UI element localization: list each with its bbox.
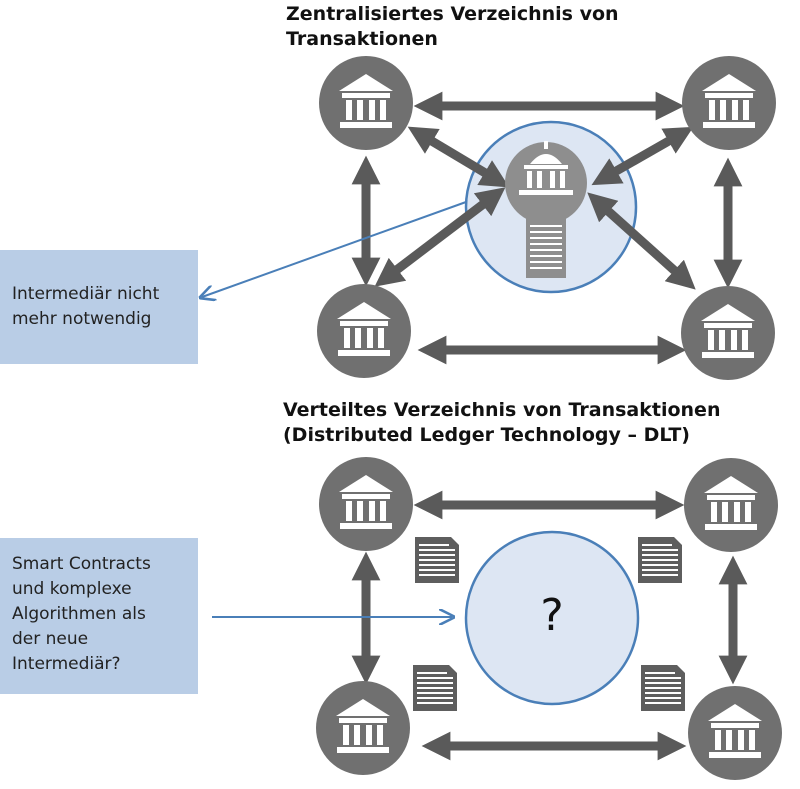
bank-node-mid-right	[681, 286, 775, 380]
bank-node-top-right	[682, 56, 776, 150]
callout-bottom-line2: und komplexe	[12, 579, 132, 599]
bottom-diagram-title: Verteiltes Verzeichnis von Transaktionen…	[283, 398, 720, 448]
arrow-diag-bl	[374, 187, 506, 287]
top-title-line1: Zentralisiertes Verzeichnis von	[286, 3, 619, 25]
bank-node-top-left	[319, 56, 413, 150]
callout-smart-contracts: Smart Contracts und komplexe Algorithmen…	[0, 538, 198, 694]
unknown-intermediary-label: ?	[540, 590, 564, 641]
callout-bottom-line3: Algorithmen als	[12, 604, 146, 624]
top-diagram-title: Zentralisiertes Verzeichnis von Transakt…	[286, 2, 619, 52]
document-icon	[637, 536, 683, 584]
bottom-arrows	[351, 490, 748, 761]
callout-top-line2: mehr notwendig	[12, 309, 152, 329]
unknown-intermediary-circle	[464, 530, 640, 706]
bank-node-bottom-right	[688, 686, 782, 780]
bank-node-bottom-top-left	[319, 457, 413, 551]
connector-line-top	[202, 201, 467, 297]
bottom-title-line1: Verteiltes Verzeichnis von Transaktionen	[283, 399, 721, 421]
callout-top-line1: Intermediär nicht	[12, 284, 160, 304]
arrow-diag-tl	[407, 126, 510, 188]
arrow-diag-tr	[591, 126, 694, 186]
bank-node-mid-left	[317, 284, 411, 378]
callout-bottom-line4: der neue	[12, 629, 89, 649]
callout-bottom-line5: Intermediär?	[12, 654, 121, 674]
bank-node-bottom-top-right	[684, 458, 778, 552]
central-bank-icon	[505, 141, 587, 278]
arrow-diag-br	[587, 192, 696, 290]
callout-intermediary-not-needed: Intermediär nicht mehr notwendig	[0, 250, 198, 364]
top-title-line2: Transaktionen	[286, 28, 438, 50]
top-arrows	[351, 91, 743, 365]
callout-bottom-line1: Smart Contracts	[12, 554, 151, 574]
bottom-title-line2: (Distributed Ledger Technology – DLT)	[283, 424, 690, 446]
bank-node-bottom-left	[316, 681, 410, 775]
document-icon	[414, 536, 460, 584]
document-icon	[412, 664, 458, 712]
document-icon	[640, 664, 686, 712]
